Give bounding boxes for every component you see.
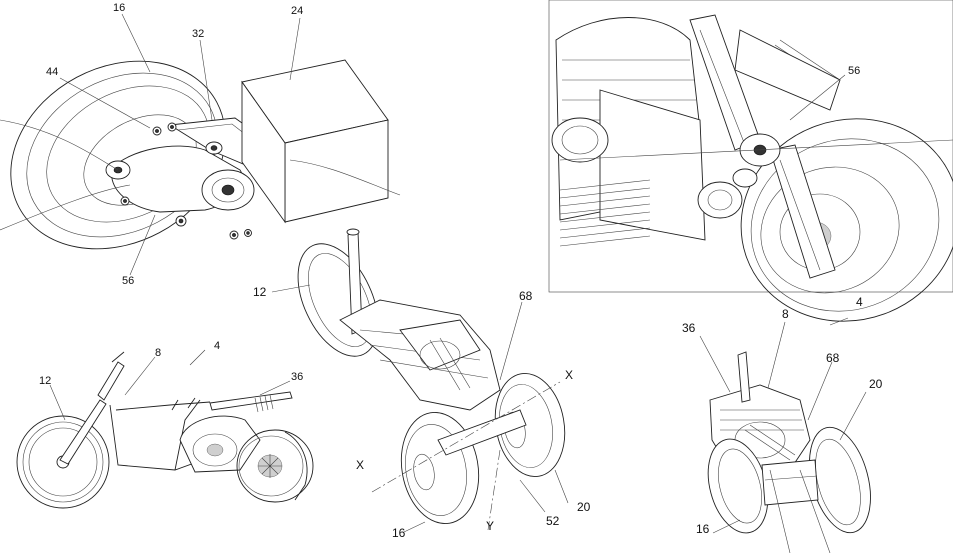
label-y: Y: [486, 519, 495, 533]
label-4: 4: [856, 295, 863, 309]
label-24: 24: [291, 5, 304, 17]
figure-c-side-view-vehicle: [16, 349, 314, 509]
label-4: 4: [214, 340, 221, 352]
label-44: 44: [46, 66, 59, 78]
label-36: 36: [682, 321, 696, 335]
label-20: 20: [869, 377, 883, 391]
label-52: 52: [546, 514, 560, 528]
label-68: 68: [826, 351, 840, 365]
label-8: 8: [155, 347, 162, 359]
label-x-left: X: [356, 458, 365, 472]
figure-d-perspective-vehicle: [271, 228, 569, 533]
label-16: 16: [696, 522, 710, 536]
label-16: 16: [392, 526, 406, 540]
label-56: 56: [122, 275, 135, 287]
label-32: 32: [192, 28, 205, 40]
label-8: 8: [782, 307, 789, 321]
figure-e-front-perspective-vehicle: [699, 317, 871, 553]
label-56: 56: [848, 65, 861, 77]
label-12: 12: [39, 375, 52, 387]
label-36: 36: [291, 371, 304, 383]
label-x-right: X: [565, 368, 574, 382]
label-16: 16: [113, 2, 126, 14]
figure-b-steering-detail: [548, 0, 953, 322]
label-20: 20: [577, 500, 591, 514]
label-68: 68: [519, 289, 533, 303]
label-12: 12: [253, 285, 267, 299]
figure-a-exploded-wheel-hub: [0, 13, 401, 276]
